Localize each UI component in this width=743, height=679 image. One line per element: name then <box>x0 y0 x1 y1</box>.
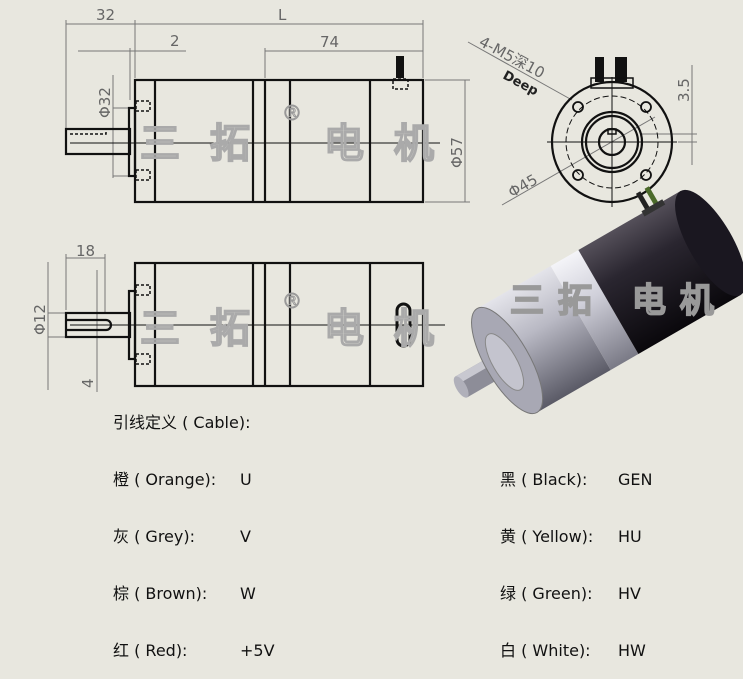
cable-signal: HV <box>618 584 641 603</box>
cable-row: 黑 ( Black): GEN <box>500 470 652 489</box>
cable-row: 绿 ( Green): HV <box>500 584 652 603</box>
dim-total-length: L <box>278 6 287 24</box>
watermark-text: 三拓 电机 <box>140 120 464 167</box>
cable-signal: HU <box>618 527 642 546</box>
cable-label: 橙 ( Orange): <box>113 470 217 489</box>
dim-flange: 2 <box>170 32 180 50</box>
end-view: 4-M5深10 Deep Φ45 3.5 <box>467 33 697 207</box>
dim-key-length: 18 <box>76 242 95 260</box>
bottom-view: 18 Φ12 4 <box>31 242 445 392</box>
cable-label: 棕 ( Brown): <box>113 584 208 603</box>
cable-label: 白 ( White): <box>500 641 591 660</box>
cable-row: 棕 ( Brown): W <box>113 584 275 603</box>
cable-signal: V <box>240 527 251 546</box>
cable-signal: HW <box>618 641 646 660</box>
cable-label: 黑 ( Black): <box>500 470 588 489</box>
dim-key-width: 4 <box>79 378 97 388</box>
cable-label: 黄 ( Yellow): <box>500 527 594 546</box>
registered-mark-2: ® <box>282 289 302 313</box>
cable-label: 红 ( Red): <box>113 641 188 660</box>
dim-shaft-length: 32 <box>96 6 115 24</box>
cable-definition-title: 引线定义 ( Cable): <box>113 413 251 432</box>
top-view: 32 L 2 74 Φ32 Φ57 <box>64 6 470 204</box>
motor-drawing: 32 L 2 74 Φ32 Φ57 18 Φ12 4 <box>31 6 743 415</box>
cable-signal: GEN <box>618 470 653 489</box>
cable-row: 白 ( White): HW <box>500 641 652 660</box>
dim-key-offset: 3.5 <box>675 78 693 102</box>
cable-row: 灰 ( Grey): V <box>113 527 275 546</box>
watermark-text-3: 三拓 电机 <box>510 281 728 321</box>
cable-right-list: 黑 ( Black): GEN 黄 ( Yellow): HU 绿 ( Green)… <box>500 432 652 679</box>
cable-left-list: 橙 ( Orange): U 灰 ( Grey): V 棕 ( Brown): W 红… <box>113 432 275 679</box>
watermark: 三拓 电机 ® 三拓 电机 ® 三拓 电机 <box>139 101 728 353</box>
cable-signal: U <box>240 470 252 489</box>
dim-pilot-dia: Φ32 <box>96 87 114 118</box>
motor-3d-render <box>453 186 743 415</box>
dim-motor-length: 74 <box>320 33 339 51</box>
dim-body-dia: Φ57 <box>448 137 466 168</box>
dim-pcd: Φ45 <box>505 170 541 201</box>
watermark-text-2: 三拓 电机 <box>140 305 464 352</box>
cable-signal: W <box>240 584 256 603</box>
cable-row: 橙 ( Orange): U <box>113 470 275 489</box>
cable-row: 红 ( Red): +5V <box>113 641 275 660</box>
dim-shaft-dia: Φ12 <box>31 304 49 335</box>
cable-label: 灰 ( Grey): <box>113 527 195 546</box>
cable-signal: +5V <box>240 641 275 660</box>
cable-row: 黄 ( Yellow): HU <box>500 527 652 546</box>
cable-label: 绿 ( Green): <box>500 584 593 603</box>
registered-mark: ® <box>282 101 302 125</box>
